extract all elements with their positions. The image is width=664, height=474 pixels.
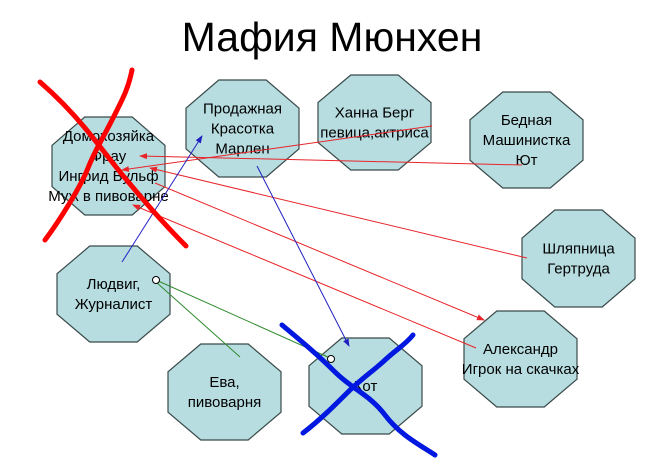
node-label: Гертруда — [547, 261, 610, 278]
connector-handle — [152, 276, 160, 284]
octagon-shape — [56, 245, 171, 343]
node-label: Машинистка — [483, 132, 571, 149]
node-eva[interactable]: Ева, пивоварня — [167, 343, 282, 441]
node-ludwig[interactable]: Людвиг, Журналист — [56, 245, 171, 343]
edge-marlen-to-kot — [256, 165, 350, 347]
node-label: Продажная — [203, 101, 282, 118]
edge-gertrud-to-housewife — [149, 166, 528, 259]
node-label: Журналист — [75, 296, 153, 313]
edge-alexander-to-housewife — [132, 204, 477, 349]
node-label: Марлен — [215, 141, 269, 158]
red-cross-mark — [37, 79, 189, 249]
node-label: пивоварня — [188, 394, 262, 411]
node-label: Александр — [483, 341, 558, 358]
octagon-shape — [185, 79, 300, 178]
octagon-shape — [463, 310, 578, 408]
node-label: Ингрид Вульф — [58, 168, 158, 185]
blue-cross-mark — [279, 322, 438, 458]
node-label: Красотка — [211, 121, 275, 138]
node-label: Ева, — [209, 374, 239, 391]
connector-handle — [327, 355, 335, 363]
edge-ludwig-to-marlen — [121, 135, 203, 263]
node-hanna[interactable]: Ханна Берг певица,актриса — [317, 74, 432, 171]
blue-cross-mark — [300, 332, 416, 436]
edge-eva-to-ludwig — [155, 281, 241, 358]
node-label: Ют — [515, 152, 537, 169]
node-kot[interactable]: Кот — [308, 337, 423, 435]
node-label: Людвиг, — [87, 276, 141, 293]
node-label: певица,актриса — [320, 125, 429, 142]
red-cross-mark — [42, 67, 135, 243]
node-label: Муж в пивоварне — [48, 188, 168, 205]
node-label: Игрок на скачках — [462, 361, 580, 378]
edge-jut-to-housewife — [139, 153, 523, 166]
edge-hanna-to-housewife — [121, 125, 433, 172]
edge-housewife-to-alexander — [154, 182, 485, 321]
node-label: Шляпница — [542, 241, 615, 258]
octagon-shape — [521, 209, 636, 308]
octagon-shape — [317, 74, 432, 171]
node-label: Бедная — [501, 112, 552, 129]
edge-kot-to-ludwig — [155, 279, 331, 359]
octagon-shape — [167, 343, 282, 441]
diagram-title: Мафия Мюнхен — [181, 14, 483, 60]
node-label: Ханна Берг — [335, 105, 415, 122]
